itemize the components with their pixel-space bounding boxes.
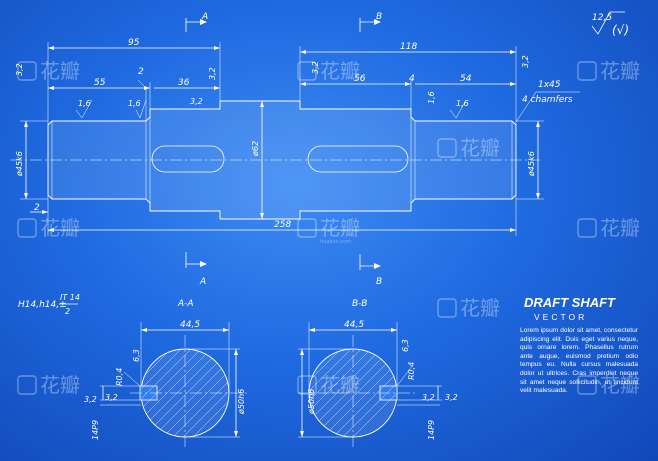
section-b-top: B (376, 12, 382, 22)
tolerance-main: H14,h14,± (18, 300, 67, 310)
dim-4: 4 (409, 74, 415, 84)
section-aa-title: A-A (177, 299, 194, 309)
watermark-3: 花瓣 (600, 59, 640, 83)
top-dimensions: 95 118 55 36 2 56 4 54 3,2 3,2 3,2 3,2 3… (15, 38, 580, 125)
keyway-left (151, 145, 225, 173)
section-bb: B-B 44,5 ø50h6 6,3 R0,4 3,2 (298, 299, 458, 450)
roughness-16-a: 1,6 (78, 99, 91, 108)
dim-55: 55 (94, 78, 106, 88)
dim-118: 118 (400, 42, 417, 52)
aa-width: 44,5 (180, 320, 200, 330)
section-aa: A-A 44,5 ø50h6 (84, 299, 250, 450)
bb-width: 44,5 (344, 320, 364, 330)
watermark-2: 花瓣 (320, 59, 360, 83)
bb-roughness-1: 3,2 (422, 393, 435, 402)
section-a-bottom: A (199, 277, 206, 287)
roughness-32-b: 3,2 (208, 67, 217, 80)
dim-2-top: 2 (138, 67, 144, 77)
dim-dia-45-right: ø45k6 (527, 151, 536, 177)
chamfer-count: 4 chamfers (522, 95, 573, 105)
roughness-32-e: 3,2 (521, 55, 530, 68)
tolerance-note: H14,h14,± IT 14 2 (18, 293, 80, 316)
watermark-4: 花瓣 (460, 136, 500, 160)
watermark-6: 花瓣 (320, 216, 360, 240)
aa-roughness-1: 3,2 (84, 395, 97, 404)
bb-key-63: 6,3 (401, 339, 410, 352)
bb-diameter: ø50h6 (307, 389, 316, 415)
bb-key-width: 14P9 (427, 420, 436, 440)
description-text: Lorem ipsum dolor sit amet, consectetur … (520, 327, 638, 395)
watermark-11: 花瓣 (600, 373, 640, 397)
roughness-32-d: 3,2 (311, 61, 320, 74)
roughness-16-c: 1,6 (427, 91, 436, 104)
dim-dia-62: ø62 (251, 141, 260, 157)
dim-95: 95 (128, 38, 140, 48)
watermark-1: 花瓣 (40, 59, 80, 83)
section-b-bottom: B (376, 277, 382, 287)
watermark-9: 花瓣 (40, 373, 80, 397)
roughness-extra: (√) (612, 23, 629, 37)
tolerance-num: IT 14 (60, 293, 80, 302)
watermark-sub: huaban.com (320, 239, 351, 245)
dim-258: 258 (274, 220, 291, 230)
watermark-5: 花瓣 (40, 216, 80, 240)
roughness-32-a: 3,2 (15, 63, 24, 76)
aa-key-63: 6,3 (132, 349, 141, 362)
aa-roughness-2: 3,2 (105, 393, 118, 402)
title-block: DRAFT SHAFT VECTOR (524, 295, 616, 322)
roughness-16-d: 1,6 (456, 99, 469, 108)
dim-54: 54 (460, 74, 472, 84)
diameter-dimensions: ø45k6 ø62 ø45k6 (15, 101, 544, 219)
watermark-8: 花瓣 (460, 296, 500, 320)
dim-36: 36 (178, 78, 190, 88)
bottom-dimensions: 258 2 (30, 195, 517, 236)
shaft-body (47, 100, 517, 220)
keyway-right (307, 145, 409, 173)
dim-dia-45-left: ø45k6 (15, 151, 24, 177)
section-bb-title: B-B (352, 299, 367, 309)
drawing-title: DRAFT SHAFT (524, 295, 616, 310)
aa-diameter: ø50h6 (237, 389, 246, 415)
aa-key-width: 14P9 (91, 420, 100, 440)
tolerance-den: 2 (65, 307, 70, 316)
roughness-16-b: 1,6 (128, 99, 141, 108)
section-a-top: A (201, 12, 208, 22)
aa-radius: R0,4 (115, 368, 124, 386)
drawing-subtitle: VECTOR (534, 312, 587, 322)
dim-2-bottom: 2 (34, 203, 40, 213)
roughness-value: 12,5 (592, 13, 612, 23)
roughness-32-c: 3,2 (190, 97, 203, 106)
dim-56: 56 (354, 74, 366, 84)
watermark-7: 花瓣 (600, 216, 640, 240)
chamfer-note: 1x45 (538, 80, 561, 90)
bb-radius: R0,4 (407, 362, 416, 380)
section-markers: A A B B (185, 12, 382, 287)
bb-roughness-2: 3,2 (445, 393, 458, 402)
roughness-symbol: 12,5 (√) (591, 11, 629, 37)
